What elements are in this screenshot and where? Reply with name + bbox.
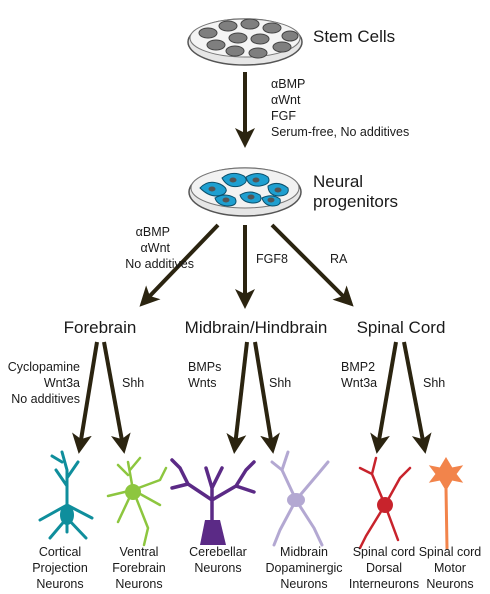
- midbrain-right-condition: Shh: [269, 376, 291, 390]
- condition-awnt: αWnt: [271, 93, 301, 107]
- cerebellar-label-1: Cerebellar: [189, 545, 247, 559]
- stem-cell-dish: [187, 18, 303, 66]
- forebrain-cond-awnt: αWnt: [141, 241, 171, 255]
- forebrain-left-conditions: Cyclopamine Wnt3a No additives: [8, 360, 80, 406]
- forebrain-cond-none: No additives: [125, 257, 194, 271]
- motor-neuron-icon: [428, 457, 464, 550]
- midbrain-condition: FGF8: [256, 252, 288, 266]
- neuron-labels: Cortical Projection Neurons Ventral Fore…: [32, 545, 481, 591]
- arrow-to-ventral: [102, 341, 131, 454]
- dorsal-interneuron-icon: [358, 456, 412, 550]
- ventral-forebrain-neuron-icon: [106, 456, 168, 547]
- arrow-to-cortical: [72, 341, 99, 454]
- dorsal-label-2: Dorsal: [366, 561, 402, 575]
- dorsal-label-1: Spinal cord: [353, 545, 416, 559]
- cond-no-additives: No additives: [11, 392, 80, 406]
- condition-fgf: FGF: [271, 109, 296, 123]
- midbrain-left-cond-2: Wnts: [188, 376, 216, 390]
- dopaminergic-label-2: Dopaminergic: [265, 561, 342, 575]
- neural-label-line2: progenitors: [313, 192, 398, 211]
- ventral-label-1: Ventral: [120, 545, 159, 559]
- cortical-label-1: Cortical: [39, 545, 81, 559]
- spinal-left-cond-2: Wnt3a: [341, 376, 377, 390]
- midbrain-label: Midbrain/Hindbrain: [185, 318, 328, 337]
- neural-label-line1: Neural: [313, 172, 363, 191]
- condition-serum-free: Serum-free, No additives: [271, 125, 409, 139]
- motor-label-3: Neurons: [426, 577, 473, 591]
- spinal-condition: RA: [330, 252, 348, 266]
- spinal-right-condition: Shh: [423, 376, 445, 390]
- cond-cyclopamine: Cyclopamine: [8, 360, 80, 374]
- motor-label-2: Motor: [434, 561, 466, 575]
- cortical-label-2: Projection: [32, 561, 88, 575]
- arrow-to-dorsal: [370, 341, 398, 454]
- dopaminergic-label-1: Midbrain: [280, 545, 328, 559]
- forebrain-label: Forebrain: [64, 318, 137, 337]
- forebrain-cond-abmp: αBMP: [136, 225, 170, 239]
- cond-wnt3a: Wnt3a: [44, 376, 80, 390]
- progenitor-conditions: αBMP αWnt FGF Serum-free, No additives: [271, 77, 409, 139]
- dorsal-label-3: Interneurons: [349, 577, 419, 591]
- cortical-neuron-icon: [38, 450, 94, 540]
- stem-cells-label: Stem Cells: [313, 27, 395, 46]
- forebrain-right-condition: Shh: [122, 376, 144, 390]
- cerebellar-neuron-icon: [170, 458, 256, 545]
- condition-abmp: αBMP: [271, 77, 305, 91]
- spinal-label: Spinal Cord: [357, 318, 446, 337]
- progenitor-dish: [188, 167, 302, 217]
- motor-label-1: Spinal cord: [419, 545, 482, 559]
- dopaminergic-neuron-icon: [270, 450, 330, 547]
- midbrain-left-cond-1: BMPs: [188, 360, 221, 374]
- arrow-to-forebrain: [139, 223, 220, 307]
- spinal-left-cond-1: BMP2: [341, 360, 375, 374]
- forebrain-conditions: αBMP αWnt No additives: [125, 225, 194, 271]
- arrow-to-motor: [402, 341, 432, 454]
- ventral-label-3: Neurons: [115, 577, 162, 591]
- ventral-label-2: Forebrain: [112, 561, 166, 575]
- dopaminergic-label-3: Neurons: [280, 577, 327, 591]
- arrow-to-dopaminergic: [253, 341, 280, 454]
- arrow-to-spinal: [270, 223, 354, 307]
- cerebellar-label-2: Neurons: [194, 561, 241, 575]
- arrow-to-cerebellar: [226, 341, 249, 454]
- cortical-label-3: Neurons: [36, 577, 83, 591]
